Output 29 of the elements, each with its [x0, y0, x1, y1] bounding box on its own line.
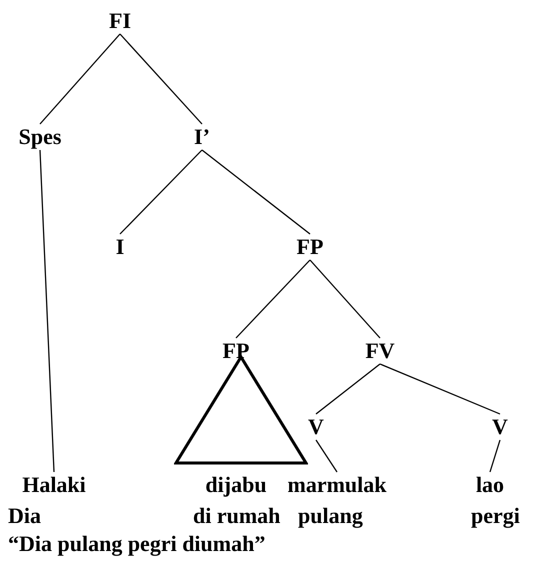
- tree-label: dijabu: [205, 474, 267, 496]
- tree-branch: [202, 150, 310, 234]
- tree-branch: [40, 34, 120, 124]
- tree-label: FV: [365, 340, 395, 362]
- tree-label: FP: [222, 340, 250, 362]
- tree-branch: [120, 34, 202, 124]
- tree-branch: [120, 150, 202, 234]
- gloss-text: “Dia pulang pegri diumah”: [8, 530, 266, 558]
- tree-branch: [39, 150, 55, 472]
- tree-branch: [316, 440, 338, 472]
- tree-label: I: [116, 236, 124, 258]
- gloss-text: Dia: [8, 502, 41, 530]
- tree-branch: [489, 440, 501, 472]
- tree-branch: [236, 260, 310, 338]
- tree-label: V: [308, 416, 324, 438]
- tree-label: FP: [296, 236, 324, 258]
- gloss-text: di rumah: [193, 502, 280, 530]
- tree-label: Halaki: [22, 474, 86, 496]
- tree-label: lao: [476, 474, 504, 496]
- gloss-text: pulang: [298, 502, 363, 530]
- tree-label: V: [492, 416, 508, 438]
- tree-branch: [316, 364, 380, 414]
- tree-label: I’: [194, 126, 210, 148]
- tree-branch: [380, 363, 500, 415]
- tree-label: Spes: [18, 126, 62, 148]
- tree-label: FI: [109, 10, 131, 32]
- tree-branch: [310, 260, 380, 338]
- tree-label: marmulak: [288, 474, 386, 496]
- gloss-text: pergi: [471, 502, 520, 530]
